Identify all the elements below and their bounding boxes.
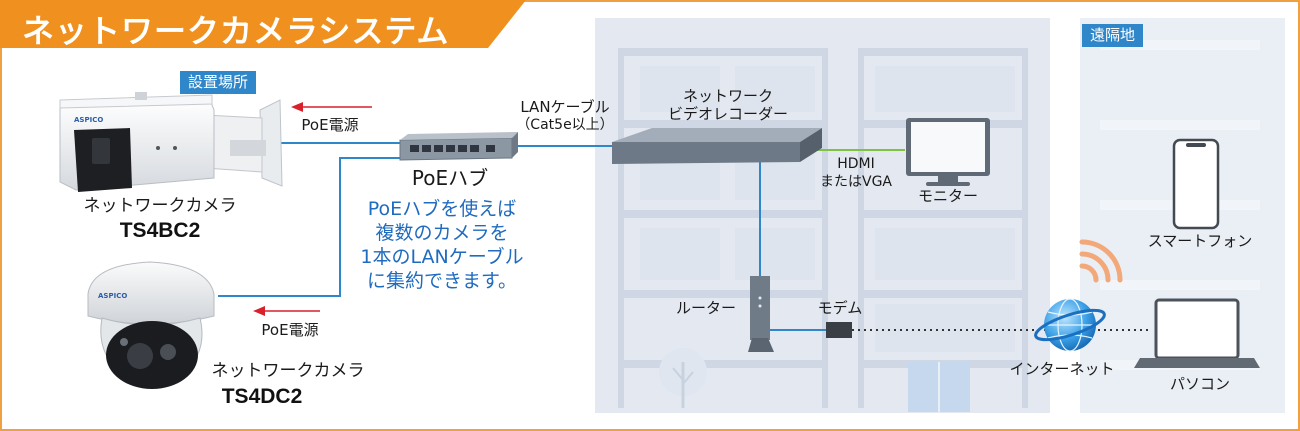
bullet-camera-image	[59, 92, 283, 192]
internet-label: インターネット	[1009, 360, 1115, 378]
hdmi-label: HDMI	[837, 156, 875, 172]
remote-site-badge: 遠隔地	[1082, 24, 1144, 47]
internet-globe-image	[1034, 298, 1106, 352]
lan-cable-spec-label: （Cat5e以上）	[516, 117, 614, 133]
poe-hub-image	[399, 132, 518, 161]
dome-camera-model: TS4DC2	[221, 385, 303, 408]
wifi-signal-icon	[1079, 239, 1123, 283]
router-label: ルーター	[675, 299, 737, 317]
hdmi-vga-label: またはVGA	[819, 174, 893, 190]
bullet-camera-model: TS4BC2	[119, 219, 201, 242]
install-site-badge: 設置場所	[180, 71, 257, 94]
cable-dome-to-hub	[218, 157, 400, 297]
poe-arrow-top	[291, 102, 372, 112]
page-title: ネットワークカメラシステム	[22, 12, 450, 50]
poe-hub-label: PoEハブ	[411, 166, 489, 190]
title-bar	[0, 0, 526, 48]
monitor-label: モニター	[917, 187, 979, 205]
smartphone-image	[1172, 138, 1220, 230]
router-image	[748, 276, 774, 352]
dome-camera-label: ネットワークカメラ	[211, 361, 365, 381]
monitor-image	[906, 118, 990, 186]
lan-cable-label: LANケーブル	[520, 98, 610, 116]
dome-camera-brand: ASPICO	[98, 292, 127, 300]
nvr-image	[612, 128, 822, 164]
poe-arrow-bottom	[253, 306, 320, 316]
smartphone-label: スマートフォン	[1147, 232, 1253, 250]
hub-note-line-3: 1本のLANケーブル	[360, 246, 524, 268]
poe-power-label-bottom: PoE電源	[261, 321, 319, 339]
poe-power-label-top: PoE電源	[301, 116, 359, 134]
laptop-image	[1134, 298, 1260, 368]
hub-note-line-1: PoEハブを使えば	[367, 198, 517, 220]
hub-note: PoEハブを使えば 複数のカメラを 1本のLANケーブル に集約できます。	[337, 197, 547, 293]
lan-cables	[218, 142, 830, 331]
bullet-camera-label: ネットワークカメラ	[83, 196, 237, 216]
hub-note-line-4: に集約できます。	[366, 270, 518, 292]
nvr-label-line2: ビデオレコーダー	[667, 105, 789, 123]
nvr-label-line1: ネットワーク	[682, 87, 774, 105]
modem-label: モデム	[817, 299, 863, 317]
modem-image	[826, 322, 852, 338]
pc-label: パソコン	[1169, 375, 1231, 393]
dome-camera-image	[87, 261, 215, 389]
bullet-camera-brand: ASPICO	[74, 116, 103, 124]
hub-note-line-2: 複数のカメラを	[375, 222, 509, 244]
